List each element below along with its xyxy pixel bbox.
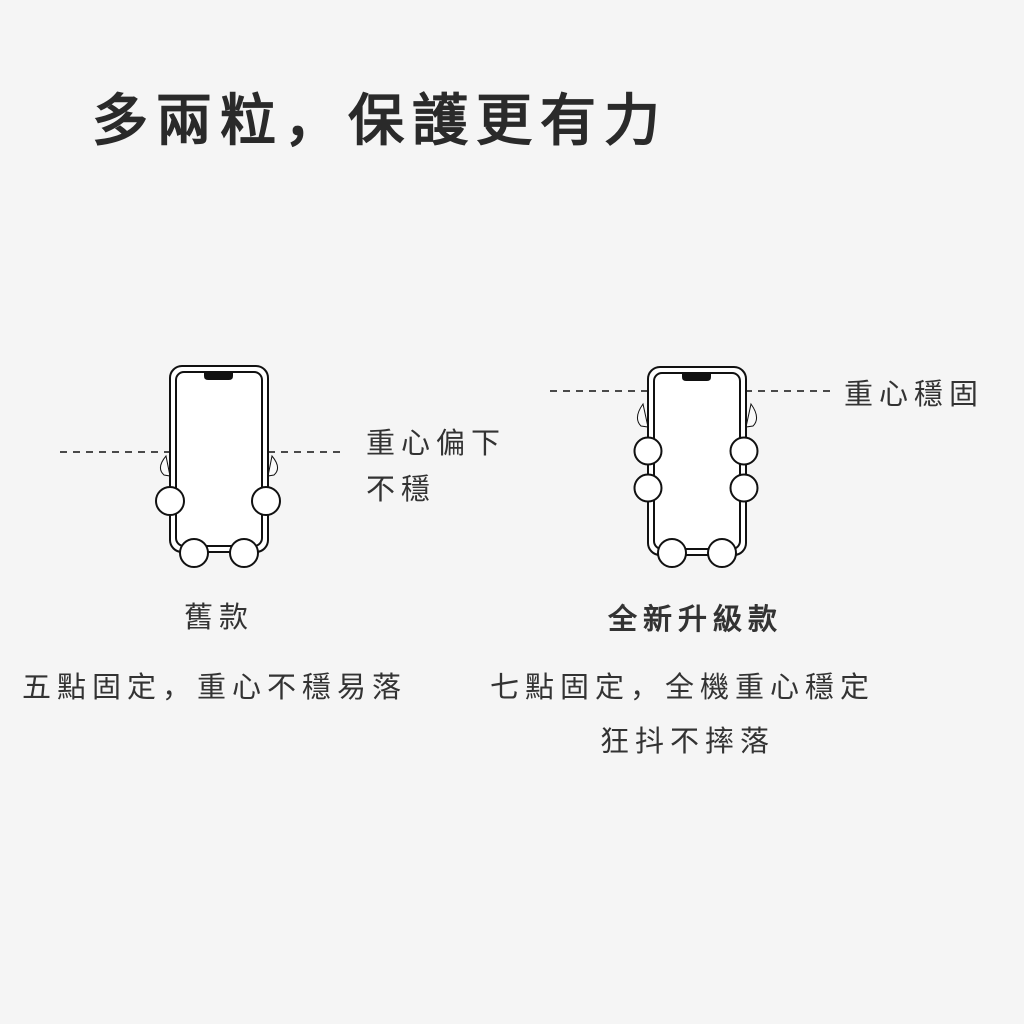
old-callout-line2: 不穩 bbox=[366, 472, 437, 506]
new-model-name: 全新升級款 bbox=[608, 602, 784, 636]
old-model-description: 五點固定，重心不穩易落 bbox=[22, 670, 408, 704]
page-title: 多兩粒，保護更有力 bbox=[92, 88, 668, 154]
new-callout: 重心穩固 bbox=[844, 377, 985, 411]
phone-notch bbox=[204, 371, 233, 380]
grip-ball bbox=[657, 538, 687, 568]
grip-ball bbox=[707, 538, 737, 568]
grip-ball bbox=[729, 473, 759, 503]
new-model-description-line1: 七點固定，全機重心穩定 bbox=[490, 670, 876, 704]
grip-ball bbox=[729, 436, 759, 466]
new-phone-holder-illustration bbox=[550, 366, 835, 568]
new-model-description-line2: 狂抖不摔落 bbox=[600, 724, 776, 758]
old-callout-line1: 重心偏下 bbox=[366, 426, 507, 460]
grip-ball bbox=[251, 486, 281, 516]
grip-ball bbox=[179, 538, 209, 568]
old-model-name: 舊款 bbox=[184, 600, 255, 634]
grip-ball bbox=[229, 538, 259, 568]
grip-ball bbox=[633, 473, 663, 503]
grip-ball bbox=[155, 486, 185, 516]
old-phone-holder-illustration bbox=[60, 365, 340, 568]
grip-ball bbox=[633, 436, 663, 466]
phone-notch bbox=[682, 372, 711, 381]
